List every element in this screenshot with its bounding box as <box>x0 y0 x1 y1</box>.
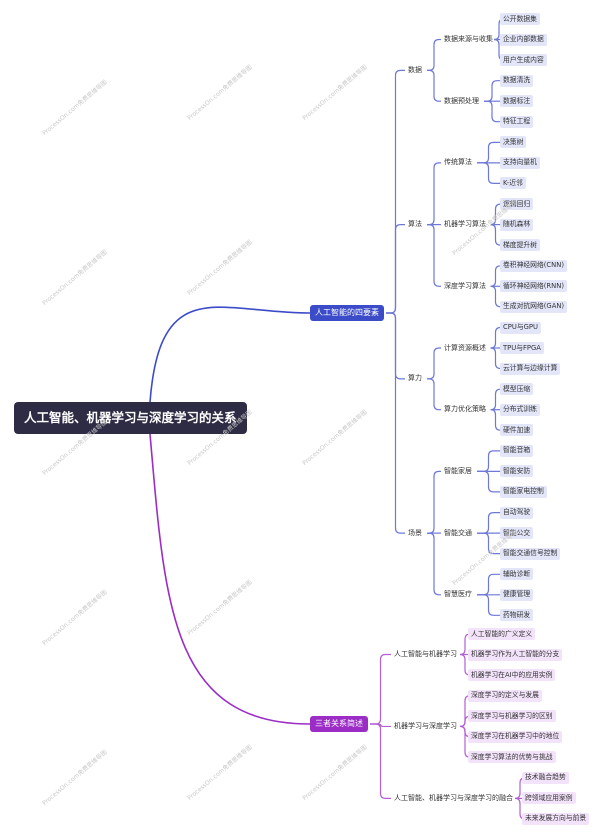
leaf-tag[interactable]: 药物研发 <box>500 609 534 622</box>
leaf-tag[interactable]: 健康管理 <box>500 588 534 601</box>
leaf-tag[interactable]: CPU与GPU <box>500 321 541 334</box>
leaf-tag[interactable]: TPU与FPGA <box>500 342 544 354</box>
leaf-tag[interactable]: 智能音箱 <box>500 444 534 457</box>
leaf-tag[interactable]: 智能交通信号控制 <box>500 547 561 560</box>
category-node[interactable]: 算力 <box>408 374 422 383</box>
leaf-tag[interactable]: 梯度提升树 <box>500 239 540 252</box>
leaf-tag[interactable]: 决策树 <box>500 136 527 149</box>
leaf-tag[interactable]: 智能家电控制 <box>500 485 547 498</box>
relation-node[interactable]: 机器学习与深度学习 <box>394 721 457 730</box>
leaf-tag[interactable]: K-近邻 <box>500 177 526 190</box>
leaf-tag[interactable]: 智能公交 <box>500 527 534 540</box>
leaf-tag[interactable]: 未来发展方向与前景 <box>522 812 590 825</box>
leaf-tag[interactable]: 机器学习作为人工智能的分支 <box>468 648 563 661</box>
leaf-tag[interactable]: 硬件加速 <box>500 424 534 437</box>
root-node[interactable]: 人工智能、机器学习与深度学习的关系 <box>14 402 247 434</box>
branch-node-relationship[interactable]: 三者关系简述 <box>310 716 368 732</box>
leaf-tag[interactable]: 云计算与边缘计算 <box>500 362 561 375</box>
subtopic-node[interactable]: 计算资源概述 <box>444 343 486 352</box>
leaf-tag[interactable]: 分布式训练 <box>500 403 540 416</box>
leaf-tag[interactable]: 企业内部数据 <box>500 33 547 46</box>
leaf-tag[interactable]: 循环神经网络(RNN) <box>500 280 567 293</box>
category-node[interactable]: 算法 <box>408 220 422 229</box>
subtopic-node[interactable]: 智慧医疗 <box>444 590 472 599</box>
branch-node-four-elements[interactable]: 人工智能的四要素 <box>310 305 384 321</box>
leaf-tag[interactable]: 智能安防 <box>500 465 534 478</box>
leaf-tag[interactable]: 人工智能的广义定义 <box>468 628 536 640</box>
category-node[interactable]: 数据 <box>408 65 422 74</box>
leaf-tag[interactable]: 卷积神经网络(CNN) <box>500 259 567 272</box>
leaf-tag[interactable]: 生成对抗网络(GAN) <box>500 300 568 313</box>
subtopic-node[interactable]: 算力优化策略 <box>444 405 486 414</box>
leaf-tag[interactable]: 逻辑回归 <box>500 198 534 211</box>
subtopic-node[interactable]: 智能家居 <box>444 466 472 475</box>
leaf-tag[interactable]: 辅助诊断 <box>500 568 534 581</box>
leaf-tag[interactable]: 深度学习与机器学习的区别 <box>468 710 556 723</box>
leaf-tag[interactable]: 深度学习在机器学习中的地位 <box>468 730 563 743</box>
category-node[interactable]: 场景 <box>408 528 422 537</box>
leaf-tag[interactable]: 用户生成内容 <box>500 54 547 66</box>
leaf-tag[interactable]: 技术融合趋势 <box>522 771 569 784</box>
leaf-tag[interactable]: 特征工程 <box>500 115 534 128</box>
leaf-tag[interactable]: 跨领域应用案例 <box>522 792 576 805</box>
leaf-tag[interactable]: 数据标注 <box>500 95 534 108</box>
leaf-tag[interactable]: 公开数据集 <box>500 13 540 25</box>
subtopic-node[interactable]: 深度学习算法 <box>444 281 486 290</box>
subtopic-node[interactable]: 数据预处理 <box>444 96 479 105</box>
leaf-tag[interactable]: 模型压缩 <box>500 383 534 396</box>
leaf-tag[interactable]: 机器学习在AI中的应用实例 <box>468 669 556 681</box>
leaf-tag[interactable]: 自动驾驶 <box>500 506 534 519</box>
leaf-tag[interactable]: 数据清洗 <box>500 74 534 87</box>
subtopic-node[interactable]: 智能交通 <box>444 528 472 537</box>
leaf-tag[interactable]: 支持向量机 <box>500 156 540 169</box>
leaf-tag[interactable]: 深度学习算法的优势与挑战 <box>468 751 556 764</box>
subtopic-node[interactable]: 传统算法 <box>444 158 472 167</box>
subtopic-node[interactable]: 数据来源与收集 <box>444 35 493 43</box>
relation-node[interactable]: 人工智能、机器学习与深度学习的融合 <box>394 793 513 802</box>
subtopic-node[interactable]: 机器学习算法 <box>444 220 486 229</box>
leaf-tag[interactable]: 随机森林 <box>500 218 534 231</box>
relation-node[interactable]: 人工智能与机器学习 <box>394 650 457 658</box>
leaf-tag[interactable]: 深度学习的定义与发展 <box>468 689 542 702</box>
